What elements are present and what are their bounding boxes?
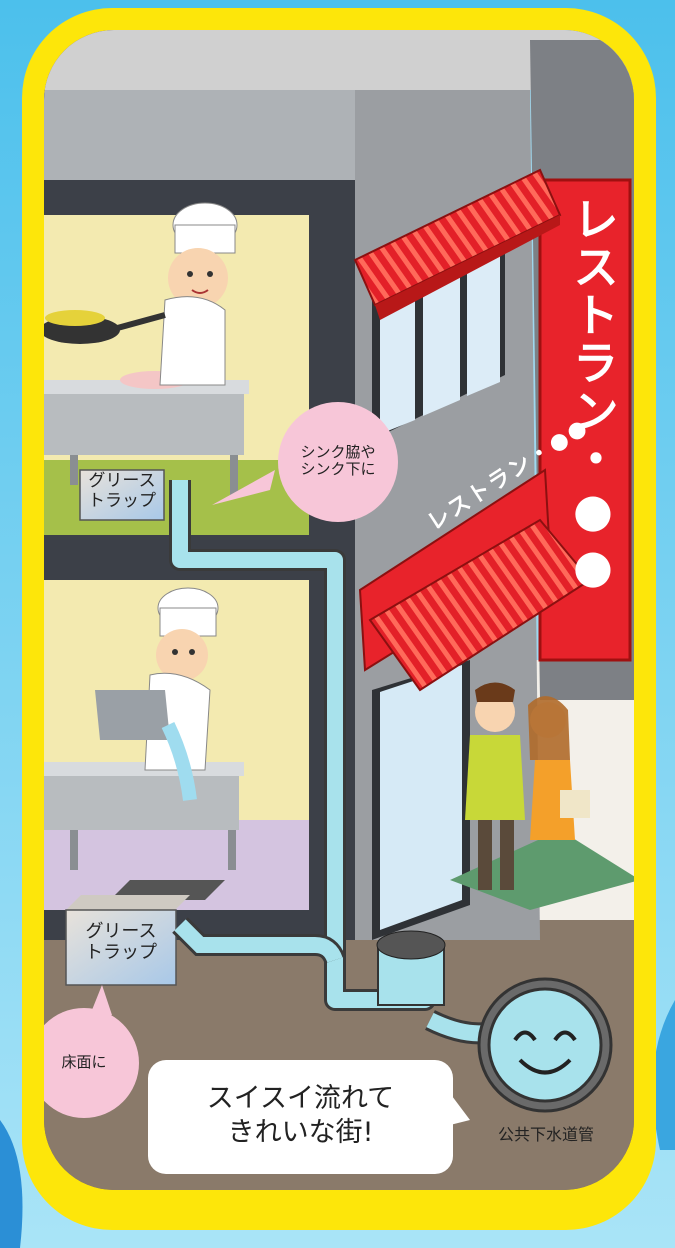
water-splash-left	[0, 1120, 23, 1248]
speech-text: スイスイ流れて きれいな街!	[148, 1082, 453, 1150]
bubble-sink-text: シンク脇や シンク下に	[282, 443, 394, 479]
sewer-label: 公共下水道管	[497, 1125, 594, 1144]
awning-lower	[368, 518, 592, 692]
trap-upper-label: グリース トラップ	[80, 471, 164, 511]
sewer-pipe-face	[487, 987, 603, 1103]
trap-lower-label: グリース トラップ	[66, 921, 176, 963]
trap-lower-line1: グリース	[85, 921, 157, 942]
bubble-floor-text: 床面に	[61, 1053, 107, 1071]
bubble-sink	[278, 402, 398, 522]
water-splash-right	[652, 1000, 675, 1150]
grease-trap-upper	[79, 469, 165, 521]
speech-line2: きれいな街!	[227, 1116, 374, 1148]
trap-upper-line2: トラップ	[88, 490, 156, 511]
manhole-cover	[376, 930, 446, 960]
grease-trap-lower	[65, 909, 177, 986]
speech-bubble	[148, 1060, 453, 1174]
vertical-sign-text: レストラン・●●	[566, 195, 620, 595]
bubble-sink-line2: シンク下に	[300, 460, 376, 479]
restaurant-door	[380, 665, 462, 930]
speech-line1: スイスイ流れて	[206, 1083, 395, 1114]
trap-upper-line1: グリース	[88, 471, 156, 491]
bubble-sink-line1: シンク脇や	[300, 443, 376, 461]
bubble-floor	[44, 1008, 139, 1118]
trap-lower-line2: トラップ	[85, 941, 157, 963]
